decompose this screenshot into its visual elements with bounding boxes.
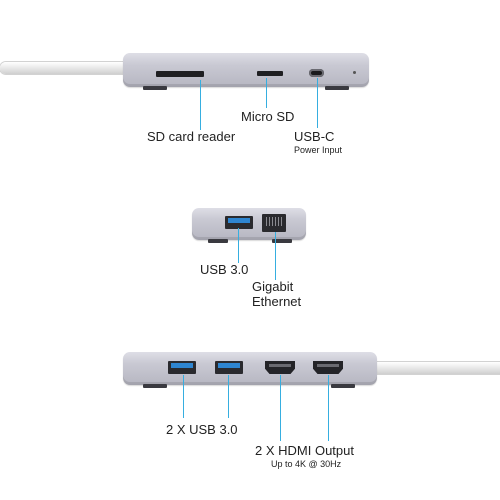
usb-3-port-1: [168, 361, 196, 374]
label-hdmi-spec: Up to 4K @ 30Hz: [271, 459, 342, 469]
leader-line-ethernet: [275, 232, 276, 280]
label-usb-c: USB-C: [294, 129, 335, 144]
leader-line-hdmi-2: [328, 375, 329, 441]
leader-line-usb3-1: [183, 375, 184, 418]
led-indicator: [353, 71, 356, 74]
leader-line-hdmi-1: [280, 375, 281, 441]
hub-top-foot-left: [143, 86, 167, 90]
usb-c-port: [309, 69, 324, 77]
hub-top-foot-right: [325, 86, 349, 90]
leader-line-usb-3: [238, 228, 239, 263]
ethernet-port: [262, 214, 286, 232]
hub-bottom-body: [123, 352, 377, 385]
cable-bottom: [372, 362, 500, 374]
hdmi-port-2: [313, 361, 343, 374]
usb-3-port: [225, 216, 253, 229]
label-power-input: Power Input: [294, 145, 343, 155]
leader-line-usb3-2: [228, 375, 229, 418]
hub-middle-foot-right: [272, 239, 292, 243]
hub-top-body: [123, 53, 369, 87]
label-ethernet: Ethernet: [252, 294, 302, 309]
label-usb-3: USB 3.0: [200, 262, 249, 277]
label-two-usb-3: 2 X USB 3.0: [166, 422, 238, 437]
leader-line-micro-sd: [266, 78, 267, 108]
sd-card-slot: [156, 71, 204, 77]
micro-sd-slot: [257, 71, 283, 76]
label-two-hdmi: 2 X HDMI Output: [255, 443, 354, 458]
cable-top: [0, 62, 128, 74]
label-micro-sd: Micro SD: [241, 109, 295, 124]
leader-line-sd: [200, 80, 201, 130]
leader-line-usb-c: [317, 78, 318, 128]
usb-3-port-2: [215, 361, 243, 374]
hdmi-port-1: [265, 361, 295, 374]
label-gigabit: Gigabit: [252, 279, 294, 294]
hub-middle-foot-left: [208, 239, 228, 243]
hub-bottom-foot-right: [331, 384, 355, 388]
hub-bottom-foot-left: [143, 384, 167, 388]
hub-middle-body: [192, 208, 306, 240]
label-sd-card-reader: SD card reader: [147, 129, 236, 144]
